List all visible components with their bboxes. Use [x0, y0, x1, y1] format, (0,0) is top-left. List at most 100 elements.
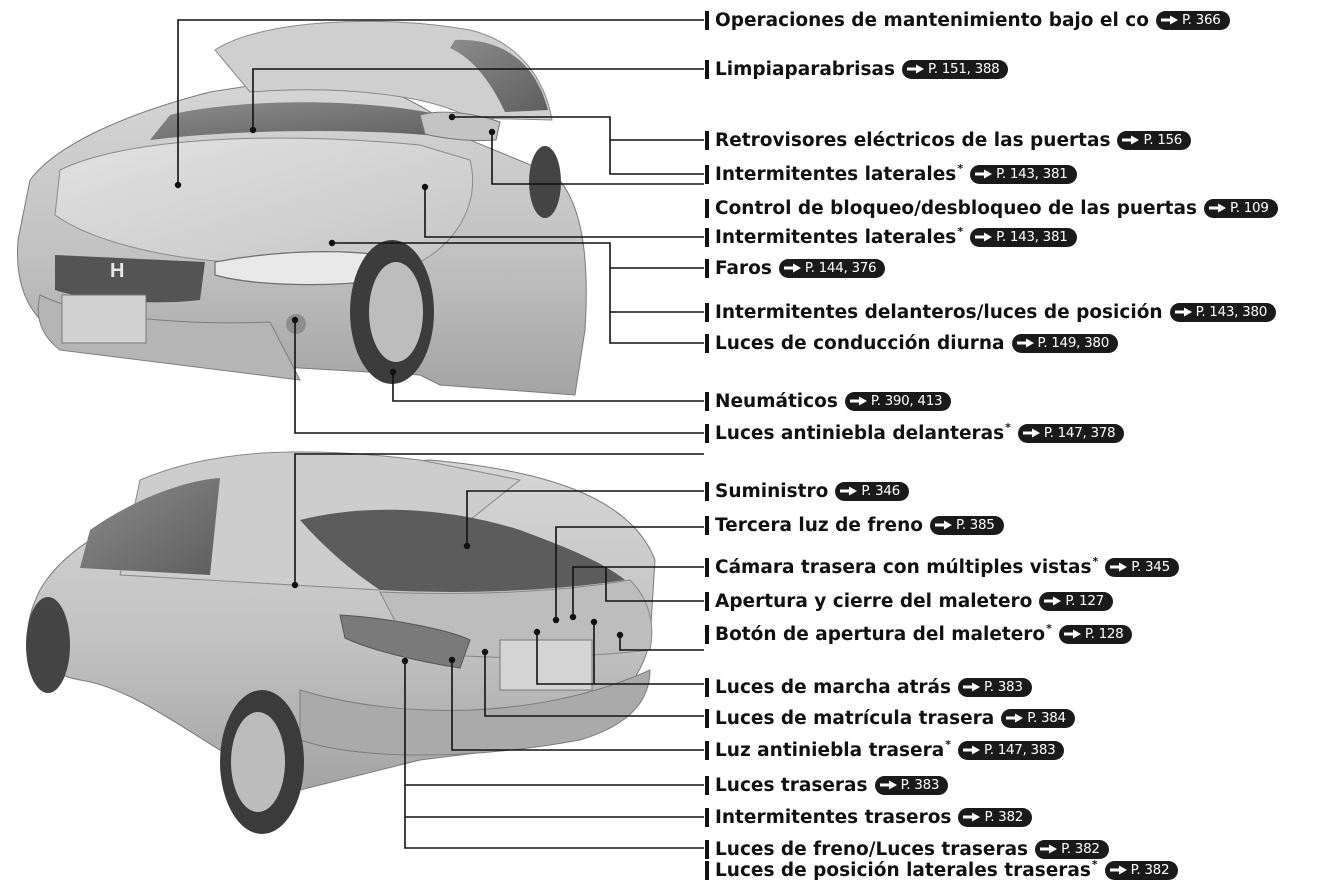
asterisk-mark: * — [1005, 420, 1011, 434]
leader-line — [252, 68, 704, 130]
page-reference-link[interactable]: P. 345 — [1105, 557, 1179, 577]
callout-label: Neumáticos P. 390, 413 — [705, 388, 952, 414]
page-reference-text: P. 390, 413 — [870, 393, 943, 409]
front-car-rear-wheel — [529, 146, 561, 218]
label-text: Intermitentes traseros — [715, 806, 952, 828]
page-reference-text: P. 366 — [1181, 12, 1221, 28]
leader-line — [484, 652, 704, 717]
page-reference-text: P. 143, 381 — [996, 166, 1068, 182]
callout-label: Cámara trasera con múltiples vistas*P. 3… — [705, 554, 1179, 580]
leader-line — [452, 116, 704, 175]
rear-car-side-window — [80, 478, 220, 575]
label-bar — [705, 333, 709, 353]
page-reference-link[interactable]: P. 382 — [958, 807, 1033, 827]
front-car-side-glass — [450, 39, 548, 112]
page-reference-link[interactable]: P. 151, 388 — [902, 59, 1009, 79]
label-text: Intermitentes delanteros/luces de posici… — [715, 301, 1163, 323]
page-reference-link[interactable]: P. 147, 383 — [957, 740, 1065, 760]
page-reference-link[interactable]: P. 385 — [929, 515, 1004, 535]
page-reference-link[interactable]: P. 346 — [835, 481, 909, 501]
label-bar — [705, 740, 709, 760]
page-reference-text: P. 149, 380 — [1037, 335, 1110, 351]
page-reference-text: P. 143, 380 — [1195, 304, 1268, 320]
front-car-grille — [55, 255, 205, 303]
leader-line — [555, 526, 704, 620]
callout-leaders — [174, 19, 704, 849]
arrow-right-icon — [783, 263, 801, 273]
leader-dot — [448, 656, 456, 664]
leader-dot — [389, 368, 397, 376]
page-reference-link[interactable]: P. 143, 381 — [970, 164, 1077, 184]
page-reference-link[interactable]: P. 383 — [958, 677, 1032, 697]
page-reference-link[interactable]: P. 143, 381 — [970, 227, 1077, 247]
page-reference-link[interactable]: P. 128 — [1058, 624, 1133, 644]
leader-line — [619, 635, 704, 651]
label-bar — [705, 677, 709, 697]
page-reference-link[interactable]: P. 156 — [1117, 130, 1192, 150]
front-car-hood — [54, 137, 474, 263]
label-bar — [705, 624, 709, 644]
leader-dot — [590, 618, 598, 626]
callout-label: Intermitentes laterales*P. 143, 381 — [705, 161, 1077, 187]
arrow-right-icon — [1109, 865, 1127, 875]
page-reference-text: P. 383 — [900, 777, 940, 793]
label-bar — [705, 775, 709, 795]
label-text: Luces de conducción diurna — [715, 332, 1005, 354]
page-reference-link[interactable]: P. 143, 380 — [1169, 302, 1277, 322]
page-reference-link[interactable]: P. 147, 378 — [1017, 423, 1125, 443]
label-bar — [705, 59, 709, 79]
leader-line — [451, 660, 704, 751]
page-reference-link[interactable]: P. 149, 380 — [1011, 333, 1118, 353]
page-reference-link[interactable]: P. 383 — [874, 775, 949, 795]
page-reference-link[interactable]: P. 144, 376 — [778, 258, 886, 278]
label-text: Cámara trasera con múltiples vistas — [715, 556, 1092, 578]
leader-dot — [569, 613, 577, 621]
leader-dot — [174, 181, 182, 189]
asterisk-mark: * — [957, 224, 964, 238]
page-reference-text: P. 385 — [955, 517, 995, 533]
label-text: Operaciones de mantenimiento bajo el co — [715, 9, 1149, 31]
leader-dot — [533, 628, 541, 636]
callout-label: Intermitentes delanteros/luces de posici… — [705, 299, 1277, 325]
page-reference-link[interactable]: P. 384 — [1001, 708, 1075, 728]
label-text: Luces antiniebla delanteras — [715, 422, 1005, 444]
front-car-windshield — [150, 102, 470, 140]
label-text: Control de bloqueo/desbloqueo de las pue… — [715, 197, 1198, 219]
diagram-stage: H Operaciones de mantenimiento bajo el c… — [17, 9, 1278, 881]
page-reference-text: P. 128 — [1084, 626, 1124, 642]
rear-car-illustration — [26, 451, 656, 834]
page-reference-link[interactable]: P. 382 — [1104, 860, 1179, 880]
page-reference-link[interactable]: P. 390, 413 — [844, 391, 952, 411]
leader-dot — [401, 657, 409, 665]
callout-label: Luces antiniebla delanteras* P. 147, 378 — [705, 420, 1125, 446]
page-reference-text: P. 143, 381 — [996, 229, 1068, 245]
callout-label: Apertura y cierre del maletero P. 127 — [705, 588, 1113, 614]
label-text: Retrovisores eléctricos de las puertas — [715, 129, 1111, 151]
page-reference-text: P. 127 — [1065, 593, 1104, 609]
page-reference-link[interactable]: P. 366 — [1155, 10, 1230, 30]
arrow-right-icon — [1174, 307, 1192, 317]
asterisk-mark: * — [1091, 857, 1098, 871]
page-reference-link[interactable]: P. 127 — [1039, 591, 1113, 611]
front-car-plate — [61, 294, 147, 344]
front-car-illustration: H — [17, 20, 587, 396]
page-reference-link[interactable]: P. 382 — [1035, 839, 1109, 859]
arrow-right-icon — [963, 812, 981, 822]
rear-car-bumper — [299, 669, 651, 756]
page-reference-text: P. 345 — [1131, 559, 1170, 575]
leader-line — [177, 19, 704, 185]
leader-dot — [249, 126, 257, 134]
label-text: Intermitentes laterales — [715, 226, 957, 248]
page-reference-text: P. 147, 378 — [1043, 425, 1116, 441]
asterisk-mark: * — [957, 161, 964, 175]
leader-line — [466, 490, 704, 546]
leader-dot — [328, 239, 336, 247]
page-reference-link[interactable]: P. 109 — [1204, 198, 1278, 218]
arrow-right-icon — [849, 396, 867, 406]
label-text: Luz antiniebla trasera — [715, 739, 945, 761]
label-text: Neumáticos — [715, 390, 838, 412]
label-text: Apertura y cierre del maletero — [715, 590, 1033, 612]
